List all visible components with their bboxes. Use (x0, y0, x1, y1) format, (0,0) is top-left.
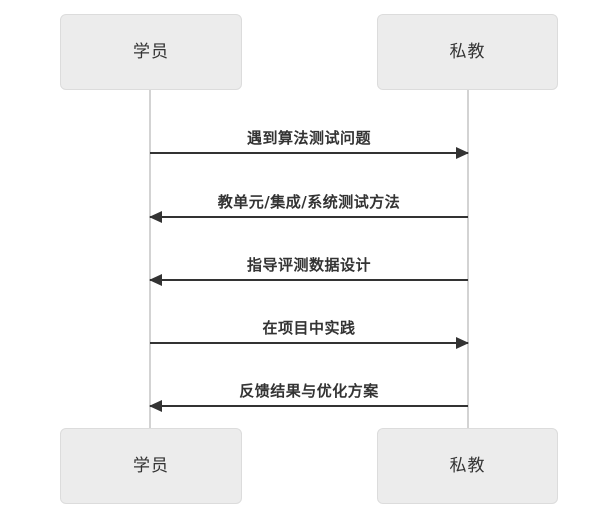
participant-box-actor0-top[interactable]: 学员 (60, 14, 242, 90)
participant-box-actor1-top[interactable]: 私教 (377, 14, 558, 90)
message-label-4: 在项目中实践 (262, 319, 356, 337)
lifeline-actor1 (467, 90, 469, 428)
participant-box-actor1-bottom[interactable]: 私教 (377, 428, 558, 504)
message-label-3: 指导评测数据设计 (246, 256, 371, 274)
arrowhead-left-icon-2 (149, 211, 162, 223)
message-label-1: 遇到算法测试问题 (246, 129, 371, 147)
participant-label-actor1-top: 私教 (449, 41, 486, 62)
arrowhead-left-icon-5 (149, 400, 162, 412)
message-line-1 (150, 152, 468, 154)
message-line-5 (150, 405, 468, 407)
arrowhead-left-icon-3 (149, 274, 162, 286)
message-label-2: 教单元/集成/系统测试方法 (217, 193, 401, 211)
message-line-4 (150, 342, 468, 344)
message-line-3 (150, 279, 468, 281)
message-label-5: 反馈结果与优化方案 (239, 382, 379, 400)
message-line-2 (150, 216, 468, 218)
participant-label-actor0-top: 学员 (133, 41, 169, 62)
participant-label-actor1-bottom: 私教 (449, 455, 486, 476)
participant-label-actor0-bottom: 学员 (133, 455, 169, 476)
lifeline-actor0 (149, 90, 151, 428)
arrowhead-right-icon-1 (456, 147, 469, 159)
participant-box-actor0-bottom[interactable]: 学员 (60, 428, 242, 504)
arrowhead-right-icon-4 (456, 337, 469, 349)
